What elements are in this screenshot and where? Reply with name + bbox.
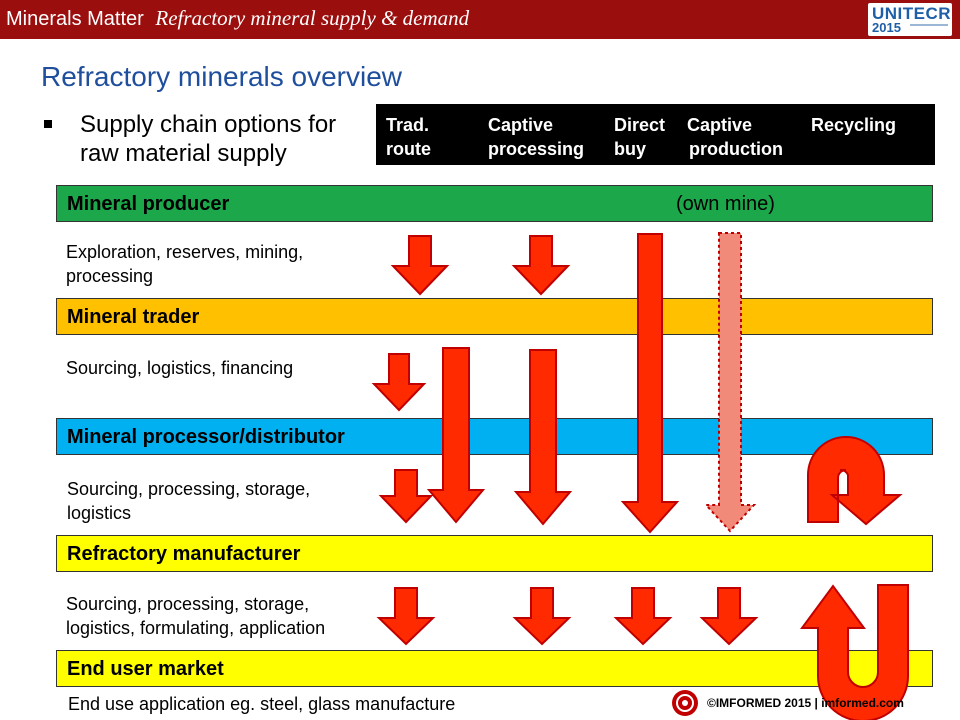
- long-arrow-captive-processing-a: [426, 347, 486, 524]
- header-bar: [0, 0, 960, 39]
- short-arrow-direct-buy-2: [613, 587, 673, 646]
- slide-title: Refractory minerals overview: [41, 61, 402, 92]
- option-direct-buy: Direct buy: [614, 113, 665, 161]
- option-line: Captive: [488, 115, 554, 135]
- tier-refractory-manufacturer: Refractory manufacturer: [56, 535, 933, 572]
- tier-name: Mineral trader: [67, 306, 200, 328]
- brand-name: Minerals Matter: [6, 8, 144, 30]
- short-arrow-captive-production-2: [699, 587, 759, 646]
- description-processor: Sourcing, processing, storage, logistics: [67, 479, 311, 523]
- tier-mineral-processor: Mineral processor/distributor: [56, 418, 933, 455]
- option-line: Recycling: [811, 115, 897, 135]
- description-manufacturer: Sourcing, processing, storage, logistics…: [66, 594, 326, 638]
- short-arrow-captive-processing-2: [512, 587, 572, 646]
- short-arrow-trad-1: [390, 235, 450, 296]
- option-line: Direct: [614, 115, 666, 135]
- short-arrow-trad-2: [371, 353, 427, 412]
- option-captive-production: Captive production: [687, 113, 783, 161]
- footer-copyright: ©IMFORMED 2015 | imformed.com: [707, 696, 904, 710]
- unitecr-logo-decoration: [910, 24, 948, 26]
- long-arrow-captive-processing-b: [513, 349, 573, 526]
- description-trader: Sourcing, logistics, financing: [66, 358, 294, 378]
- tier-name: Mineral producer: [67, 193, 230, 215]
- tier-end-user-market: End user market: [56, 650, 933, 687]
- unitecr-logo: UNITECR 2015: [868, 3, 952, 36]
- option-line: Trad.: [386, 115, 430, 135]
- tier-mineral-producer: Mineral producer (own mine): [56, 185, 933, 222]
- header-brand: Minerals Matter Refractory mineral suppl…: [6, 6, 469, 31]
- tier-mineral-trader: Mineral trader: [56, 298, 933, 335]
- supply-options-box: Trad. route Captive processing Direct bu…: [376, 104, 935, 165]
- recycle-u-turn-arrow-bottom: [800, 584, 909, 720]
- dotted-arrow-captive-production: [703, 232, 757, 533]
- option-line: production: [689, 139, 783, 159]
- option-trad-route: Trad. route: [386, 113, 431, 161]
- short-arrow-captive-processing-1: [511, 235, 571, 296]
- short-arrow-trad-3: [378, 469, 434, 524]
- option-line: buy: [614, 139, 647, 159]
- tier-note: (own mine): [676, 193, 775, 215]
- option-recycling: Recycling: [811, 113, 896, 137]
- tier-name: End user market: [67, 658, 224, 680]
- long-arrow-direct-buy: [620, 233, 680, 534]
- imformed-logo-icon: [672, 690, 698, 716]
- brand-subtitle: Refractory mineral supply & demand: [155, 6, 470, 30]
- option-line: processing: [488, 139, 585, 159]
- bullet-text: Supply chain options for raw material su…: [80, 111, 337, 167]
- description-end-user: End use application eg. steel, glass man…: [68, 694, 456, 714]
- tier-name: Refractory manufacturer: [67, 543, 301, 565]
- option-line: Captive: [687, 115, 753, 135]
- description-producer: Exploration, reserves, mining, processin…: [66, 242, 304, 286]
- tier-name: Mineral processor/distributor: [67, 426, 345, 448]
- bullet-square-icon: [44, 120, 52, 128]
- option-captive-processing: Captive processing: [488, 113, 584, 161]
- short-arrow-trad-4: [376, 587, 436, 646]
- recycle-u-turn-arrow-top: [807, 436, 903, 526]
- unitecr-logo-year: 2015: [872, 20, 901, 35]
- option-line: route: [386, 139, 431, 159]
- unitecr-logo-word: UNITECR: [872, 4, 952, 23]
